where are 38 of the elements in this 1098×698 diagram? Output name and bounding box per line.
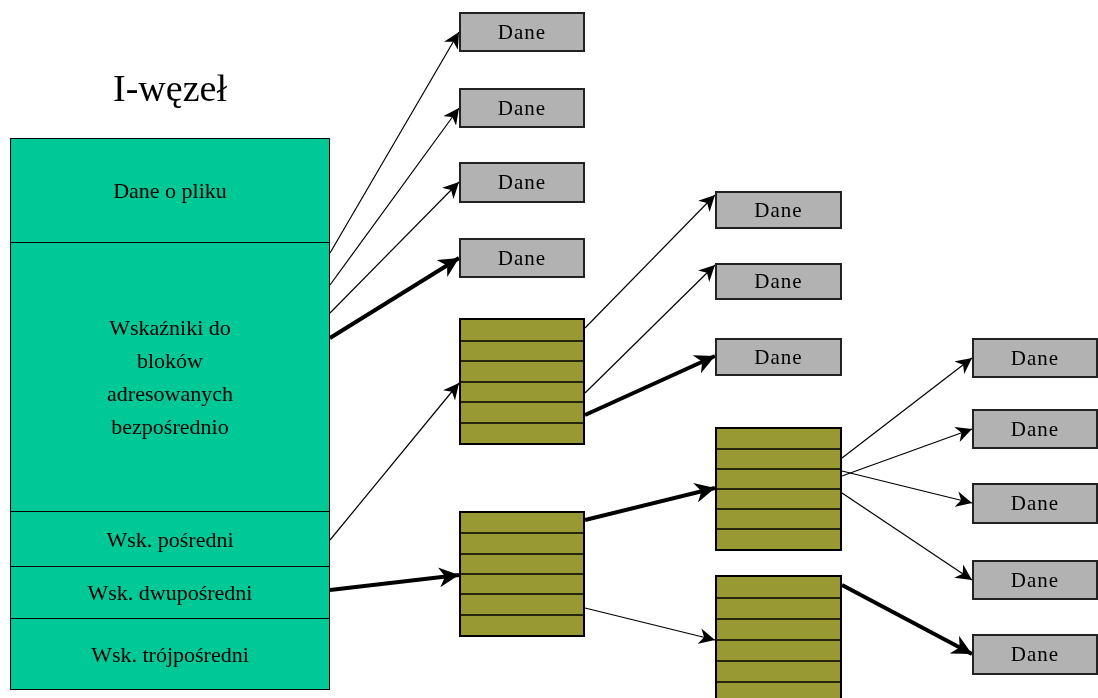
pointer-block bbox=[459, 318, 585, 445]
data-block: Dane bbox=[972, 634, 1098, 675]
arrow bbox=[584, 354, 716, 417]
arrow bbox=[584, 483, 716, 522]
arrow bbox=[329, 181, 460, 314]
data-block: Dane bbox=[459, 12, 585, 52]
inode-field: Wsk. pośredni bbox=[10, 511, 330, 566]
arrow bbox=[329, 107, 460, 286]
arrow bbox=[329, 382, 460, 541]
arrow bbox=[841, 583, 973, 656]
arrow bbox=[584, 607, 716, 644]
data-block: Dane bbox=[972, 409, 1098, 449]
data-block: Dane bbox=[972, 483, 1098, 524]
arrow bbox=[841, 492, 973, 581]
arrow bbox=[841, 426, 973, 477]
data-block: Dane bbox=[459, 88, 585, 128]
arrow bbox=[329, 31, 460, 254]
pointer-block bbox=[715, 427, 842, 551]
arrow bbox=[841, 357, 973, 459]
data-block: Dane bbox=[715, 191, 842, 229]
data-block: Dane bbox=[715, 263, 842, 300]
inode-field: Wsk. trójpośredni bbox=[10, 618, 330, 690]
arrow bbox=[584, 264, 716, 394]
arrow bbox=[328, 256, 461, 340]
arrow bbox=[584, 194, 716, 329]
data-block: Dane bbox=[459, 238, 585, 278]
inode-field: Dane o pliku bbox=[10, 138, 330, 242]
pointer-block bbox=[715, 575, 842, 698]
inode-title: I-węzeł bbox=[112, 66, 228, 110]
pointer-block bbox=[459, 511, 585, 637]
data-block: Dane bbox=[972, 560, 1098, 600]
data-block: Dane bbox=[715, 338, 842, 376]
arrow bbox=[329, 567, 460, 592]
arrow bbox=[841, 470, 973, 507]
inode-field: Wsk. dwupośredni bbox=[10, 566, 330, 618]
data-block: Dane bbox=[459, 162, 585, 203]
inode-field: Wskaźniki do bloków adresowanych bezpośrednio bbox=[10, 242, 330, 511]
data-block: Dane bbox=[972, 338, 1098, 378]
